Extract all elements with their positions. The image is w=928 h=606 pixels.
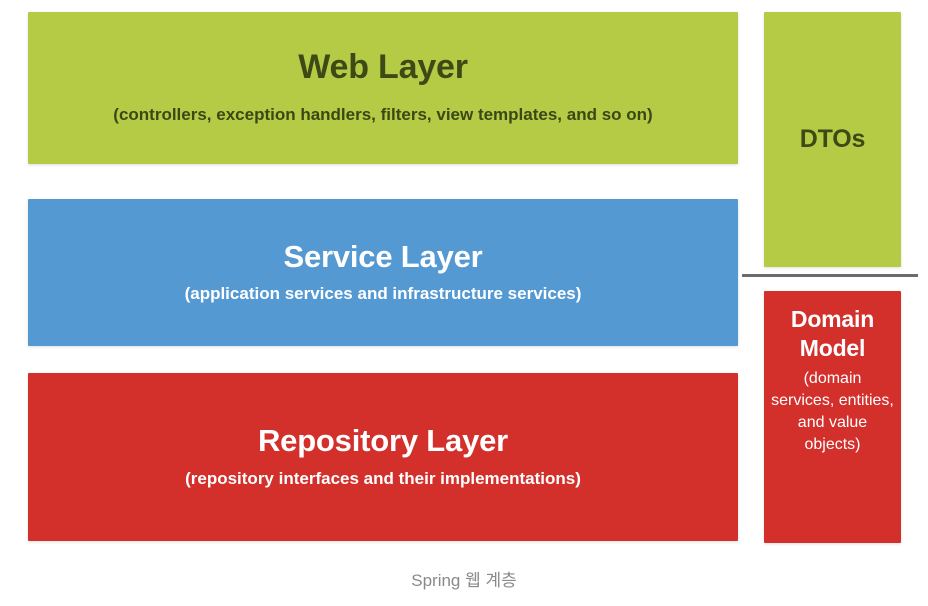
domain-model-box: Domain Model (domain services, entities,… [764, 291, 901, 543]
web-layer-subtitle: (controllers, exception handlers, filter… [113, 105, 653, 125]
diagram-caption: Spring 웹 계층 [411, 571, 517, 590]
service-layer-title: Service Layer [283, 239, 483, 275]
service-layer-subtitle: (application services and infrastructure… [184, 283, 582, 303]
repository-layer-box: Repository Layer (repository interfaces … [28, 373, 738, 541]
web-layer-title: Web Layer [298, 48, 468, 87]
domain-model-subtitle: (domain services, entities, and value ob… [771, 369, 894, 454]
service-layer-box: Service Layer (application services and … [28, 199, 738, 346]
repository-layer-subtitle: (repository interfaces and their impleme… [185, 468, 581, 488]
domain-model-title: Domain Model [790, 306, 875, 362]
side-column-separator [742, 274, 918, 277]
dtos-title: DTOs [799, 125, 866, 154]
dtos-box: DTOs [764, 12, 901, 267]
web-layer-box: Web Layer (controllers, exception handle… [28, 12, 738, 164]
repository-layer-title: Repository Layer [257, 423, 509, 459]
